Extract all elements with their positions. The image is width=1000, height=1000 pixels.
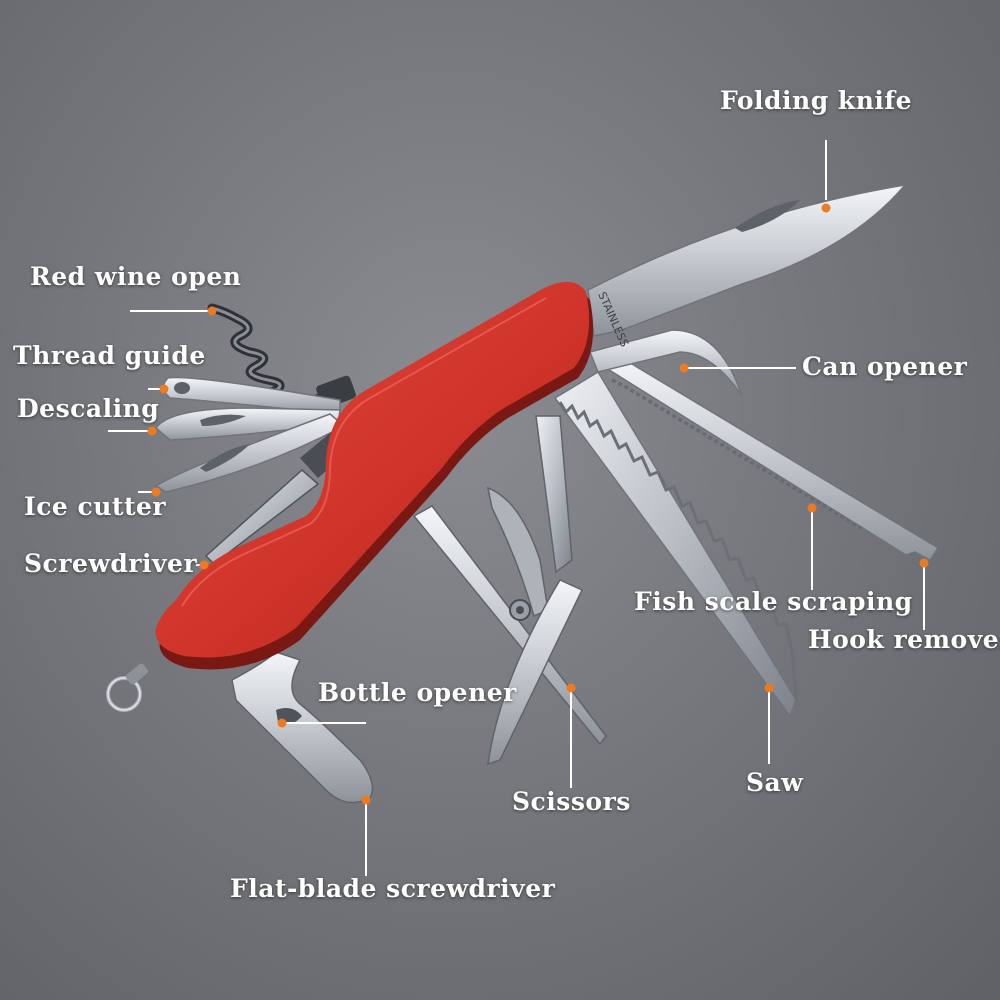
saw-tool (553, 370, 798, 718)
marker-dot (277, 718, 287, 728)
label-folding-knife: Folding knife (720, 86, 913, 115)
marker-dot (199, 560, 209, 570)
label-hook-remover: Hook remover (808, 625, 1000, 654)
folding-knife-blade: STAINLESS (587, 183, 907, 349)
label-red-wine-open: Red wine open (30, 262, 242, 291)
label-thread-guide: Thread guide (13, 341, 206, 370)
marker-dot (159, 384, 169, 394)
can-opener-tool (588, 329, 743, 397)
marker-dot (821, 203, 831, 213)
keyring (106, 663, 149, 712)
label-descaling: Descaling (17, 394, 160, 423)
marker-dot (919, 558, 929, 568)
label-bottle-opener: Bottle opener (318, 678, 517, 707)
marker-dot (151, 487, 161, 497)
label-ice-cutter: Ice cutter (24, 492, 167, 521)
label-fish-scale-scraping: Fish scale scraping (634, 587, 913, 616)
label-scissors: Scissors (512, 787, 631, 816)
descaling-tool (154, 407, 341, 441)
scissors-tool (412, 415, 607, 766)
marker-dot (807, 503, 817, 513)
marker-dot (679, 363, 689, 373)
marker-dot (147, 426, 157, 436)
label-flat-blade-screwdriver: Flat-blade screwdriver (230, 874, 556, 903)
bottle-opener-tool (231, 651, 374, 804)
marker-dot (361, 795, 371, 805)
marker-dots (147, 203, 929, 805)
thread-guide-tool (162, 376, 341, 415)
marker-dot (566, 683, 576, 693)
label-can-opener: Can opener (802, 352, 968, 381)
knife-handle (155, 281, 594, 670)
label-saw: Saw (746, 768, 804, 797)
label-screwdriver: Screwdriver (24, 549, 198, 578)
leader-lines (108, 140, 925, 876)
marker-dot (764, 683, 774, 693)
marker-dot (207, 306, 217, 316)
